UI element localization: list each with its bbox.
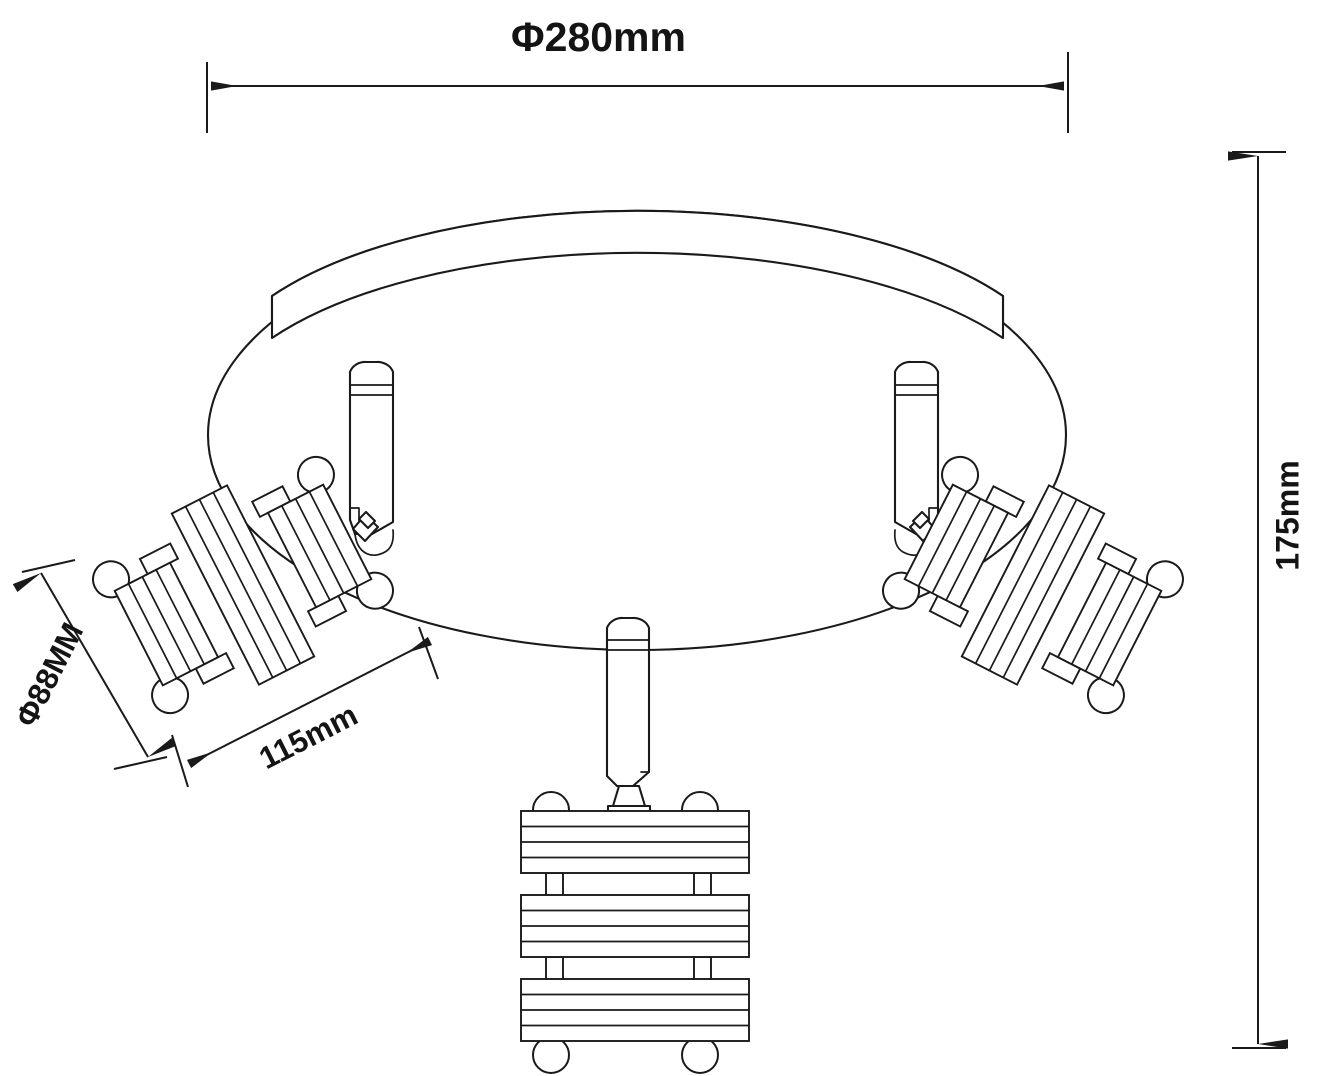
ext-tick-end — [418, 626, 439, 680]
fin-line — [931, 498, 982, 594]
ext-tick-lower — [113, 756, 168, 770]
fin-line — [1098, 583, 1149, 679]
fin-line — [917, 491, 968, 587]
left-arm-body — [348, 360, 395, 536]
dimension-label-height-175: 175mm — [1269, 460, 1306, 571]
right-arm-notch — [928, 507, 939, 522]
fin-line — [308, 491, 359, 587]
right-arm-flange — [911, 510, 931, 530]
right-arm-body — [893, 360, 940, 536]
left-arm-notch — [349, 507, 360, 522]
lamp-head-right — [882, 455, 1184, 715]
head-fin-block — [520, 978, 750, 1042]
right-assembly — [882, 360, 1184, 715]
dimension-diameter-280 — [206, 52, 1069, 133]
center-arm-cone — [611, 784, 647, 808]
dimension-height-175 — [1228, 151, 1288, 1049]
left-arm-flange — [357, 510, 377, 530]
head-fin-block — [903, 483, 1010, 609]
fin-line — [280, 505, 331, 601]
head-fin-block — [520, 894, 750, 958]
ceiling-plate — [206, 209, 1068, 652]
fin-line — [1084, 576, 1135, 672]
dimension-head-length-115 — [171, 626, 439, 788]
dim-line-diagonal-head-len — [186, 636, 433, 769]
lamp-head-center — [520, 791, 750, 1074]
fin-line — [988, 499, 1078, 671]
head-stud — [532, 1036, 570, 1074]
left-assembly — [92, 360, 395, 715]
ext-tick-upper — [21, 559, 76, 573]
fin-line — [1002, 506, 1092, 678]
left-arm-elbow — [354, 529, 395, 556]
center-assembly — [520, 616, 750, 1074]
center-arm — [605, 616, 652, 828]
dimension-label-diameter-280: Φ280mm — [511, 14, 686, 60]
dim-line-diagonal-head-dia — [12, 572, 177, 758]
fin-line — [294, 498, 345, 594]
left-arm — [348, 360, 395, 556]
head-fin-block — [520, 810, 750, 874]
head-fin-block — [960, 484, 1106, 686]
head-fin-block — [1056, 561, 1163, 687]
head-fin-block — [266, 483, 373, 609]
fin-line — [945, 505, 996, 601]
fin-line — [212, 492, 302, 664]
ext-tick-start — [171, 734, 189, 788]
ceiling-plate-rim-overlay — [270, 209, 1005, 340]
fin-line — [1070, 569, 1121, 665]
center-arm-body — [605, 616, 651, 788]
fin-line — [974, 492, 1064, 664]
dimension-head-diameter-88 — [12, 559, 177, 770]
head-stud — [681, 1036, 719, 1074]
